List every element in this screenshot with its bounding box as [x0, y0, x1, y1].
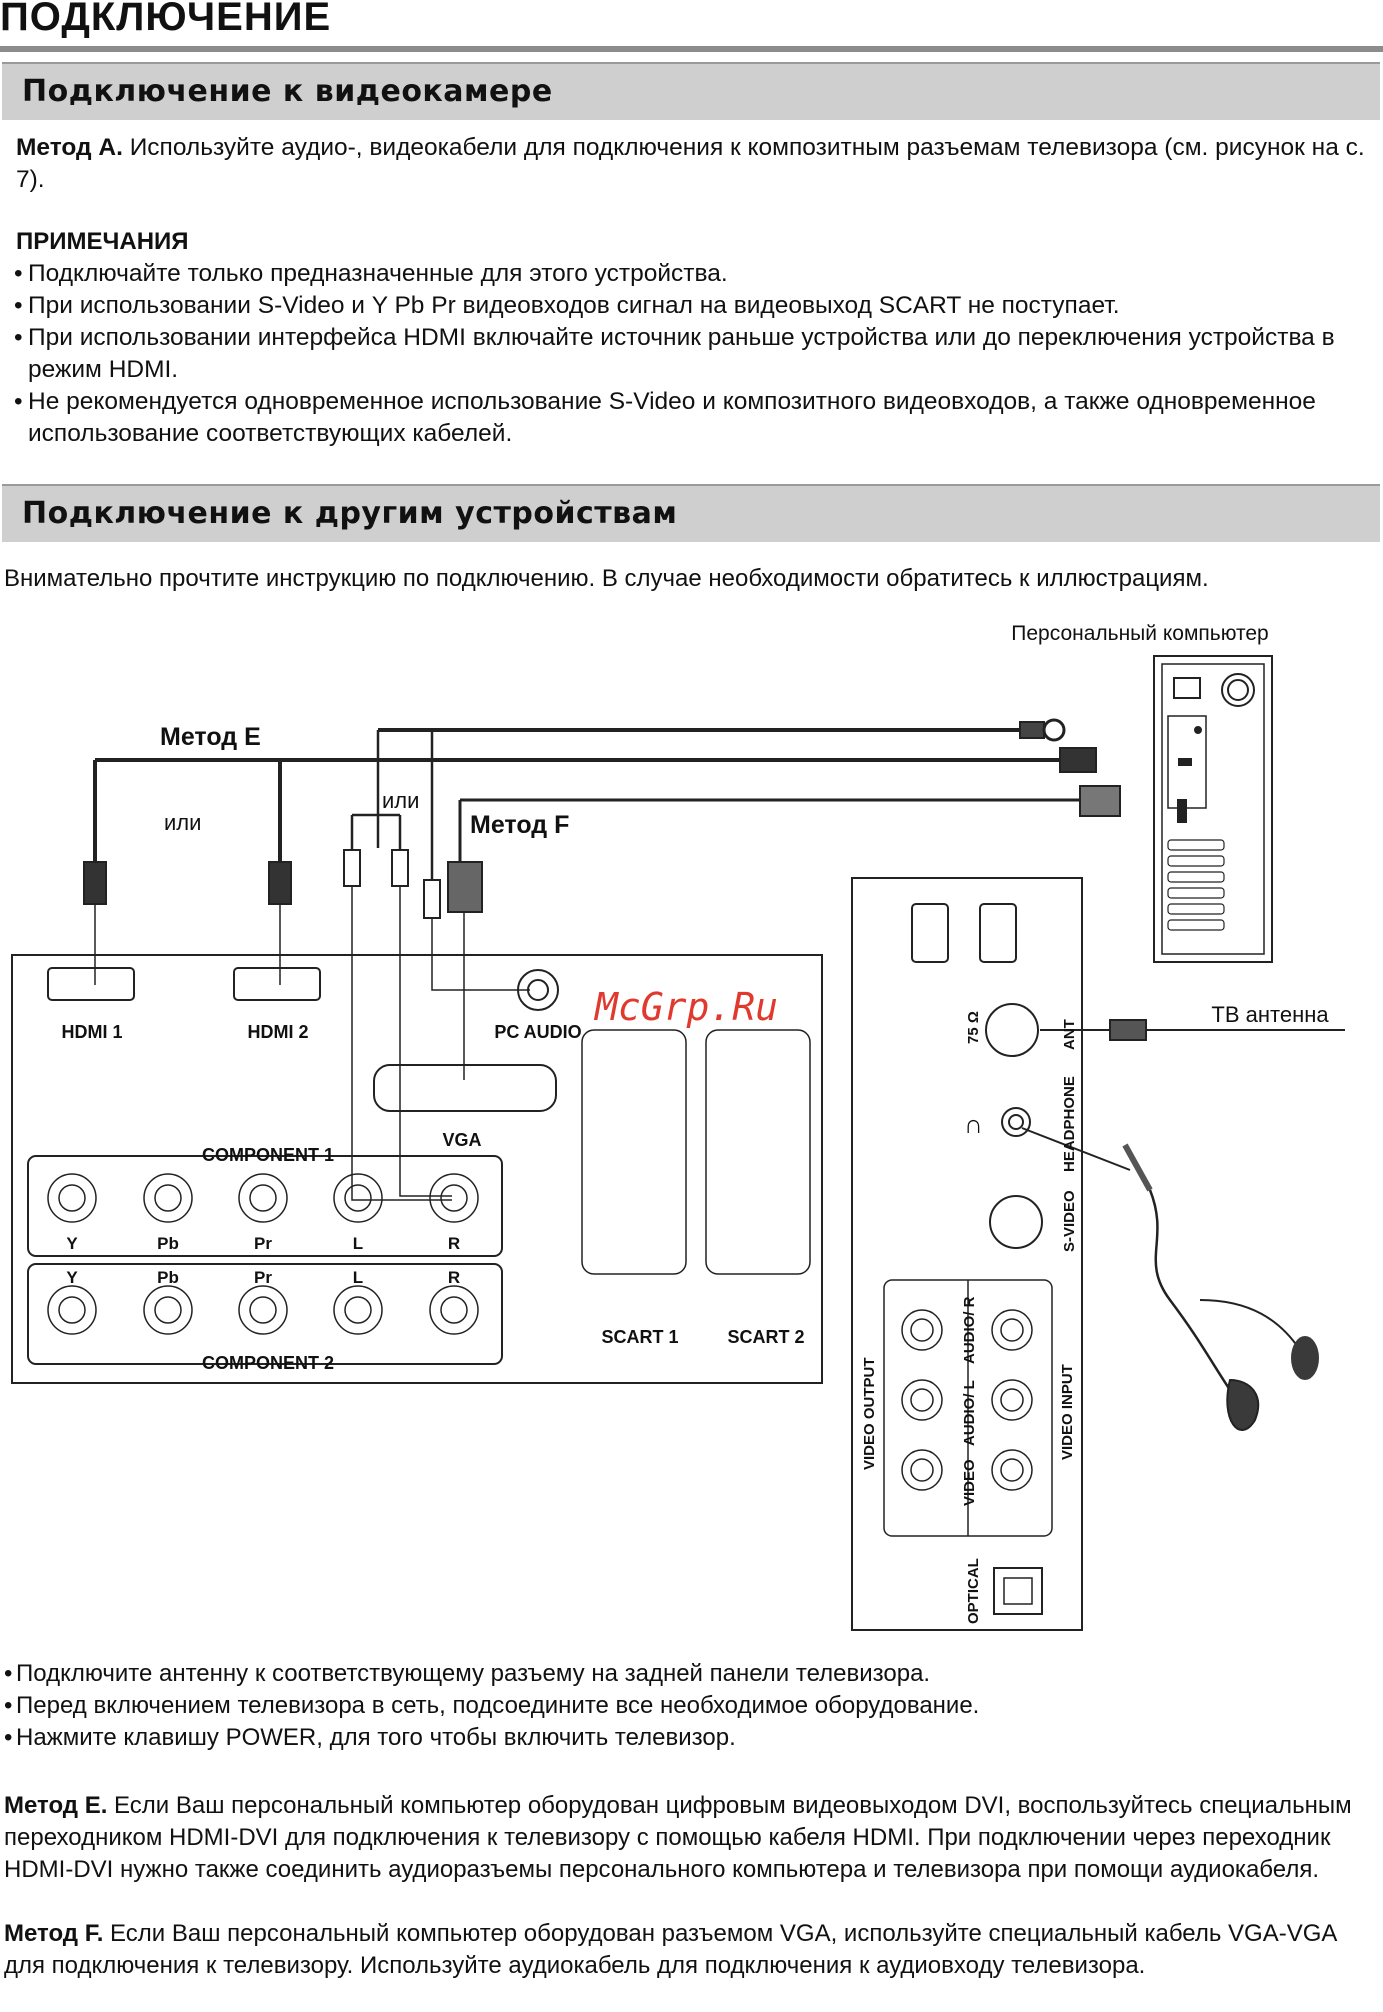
- intro-text: Внимательно прочтите инструкцию по подкл…: [4, 565, 1209, 592]
- method-a-label: Метод А.: [16, 134, 123, 161]
- comp2-pb-label: Pb: [157, 1268, 179, 1287]
- method-e-label: Метод Е: [160, 723, 261, 751]
- page-title: ПОДКЛЮЧЕНИЕ: [0, 0, 332, 39]
- headphone-label: HEADPHONE: [1061, 1076, 1078, 1172]
- notes-heading: ПРИМЕЧАНИЯ: [16, 228, 189, 255]
- comp1-l-label: L: [353, 1234, 363, 1253]
- tv-antenna-label: ТВ антенна: [1211, 1002, 1329, 1027]
- hdmi2-label: HDMI 2: [247, 1022, 308, 1042]
- method-e-description: Метод Е. Если Ваш персональный компьютер…: [4, 1790, 1354, 1886]
- comp2-r-label: R: [448, 1268, 460, 1287]
- method-f-desc-label: Метод F.: [4, 1920, 104, 1947]
- section-title: Подключение к другим устройствам: [22, 496, 678, 531]
- comp1-pb-label: Pb: [157, 1234, 179, 1253]
- step-item: Нажмите клавишу POWER, для того чтобы вк…: [4, 1722, 1354, 1754]
- comp1-r-label: R: [448, 1234, 460, 1253]
- comp1-y-label: Y: [66, 1234, 78, 1253]
- steps-list: Подключите антенну к соответствующему ра…: [4, 1658, 1354, 1754]
- audio-l-label: AUDIO/ L: [961, 1380, 978, 1446]
- method-a-text: Используйте аудио-, видеокабели для подк…: [16, 134, 1365, 193]
- comp2-y-label: Y: [66, 1268, 78, 1287]
- method-f-label: Метод F: [470, 811, 569, 839]
- method-f-desc-text: Если Ваш персональный компьютер оборудов…: [4, 1920, 1337, 1979]
- connection-diagram: Персональный компьютер Метод Е Метод F и…: [11, 622, 1345, 1631]
- method-e-desc-label: Метод Е.: [4, 1792, 108, 1819]
- comp2-pr-label: Pr: [254, 1268, 272, 1287]
- optical-label: OPTICAL: [965, 1558, 982, 1624]
- watermark: McGrp.Ru: [593, 985, 778, 1029]
- note-item: При использовании интерфейса HDMI включа…: [14, 322, 1364, 386]
- title-rule: [0, 46, 1383, 52]
- note-item: Подключайте только предназначенные для э…: [14, 258, 1364, 290]
- component2-label: COMPONENT 2: [202, 1353, 334, 1373]
- or-label: или: [382, 788, 419, 813]
- s-video-label: S-VIDEO: [1061, 1190, 1078, 1252]
- comp2-l-label: L: [353, 1268, 363, 1287]
- section-header-camera: Подключение к видеокамере: [2, 62, 1380, 120]
- section-header-devices: Подключение к другим устройствам: [2, 484, 1380, 542]
- video-output-label: VIDEO OUTPUT: [861, 1357, 878, 1470]
- or-label: или: [164, 810, 201, 835]
- pc-tower: [1153, 655, 1273, 963]
- comp1-pr-label: Pr: [254, 1234, 272, 1253]
- video-label: VIDEO: [961, 1459, 978, 1506]
- pc-audio-label: PC AUDIO: [494, 1022, 581, 1042]
- hdmi1-label: HDMI 1: [61, 1022, 122, 1042]
- section-title: Подключение к видеокамере: [22, 74, 553, 109]
- method-f-description: Метод F. Если Ваш персональный компьютер…: [4, 1918, 1354, 1982]
- note-item: При использовании S-Video и Y Pb Pr виде…: [14, 290, 1364, 322]
- pc-label: Персональный компьютер: [1011, 622, 1268, 645]
- headphone-icon: ∩: [964, 1109, 983, 1139]
- audio-r-label: AUDIO/ R: [961, 1296, 978, 1364]
- scart2-label: SCART 2: [727, 1327, 804, 1347]
- method-e-desc-text: Если Ваш персональный компьютер оборудов…: [4, 1792, 1352, 1883]
- video-input-label: VIDEO INPUT: [1059, 1364, 1076, 1460]
- scart1-label: SCART 1: [601, 1327, 678, 1347]
- vga-label: VGA: [442, 1130, 481, 1150]
- notes-list: Подключайте только предназначенные для э…: [14, 258, 1364, 450]
- step-item: Перед включением телевизора в сеть, подс…: [4, 1690, 1354, 1722]
- ant-label: ANT: [1061, 1019, 1078, 1050]
- ohm75-label: 75 Ω: [965, 1011, 982, 1044]
- note-item: Не рекомендуется одновременное использов…: [14, 386, 1364, 450]
- component1-label: COMPONENT 1: [202, 1145, 334, 1165]
- method-a-paragraph: Метод А. Используйте аудио-, видеокабели…: [16, 132, 1366, 196]
- step-item: Подключите антенну к соответствующему ра…: [4, 1658, 1354, 1690]
